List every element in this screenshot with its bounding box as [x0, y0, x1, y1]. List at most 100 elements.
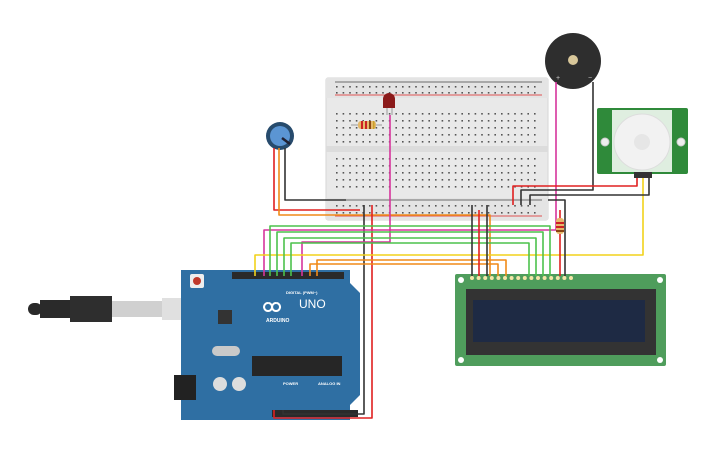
breadboard-hole — [527, 120, 529, 122]
breadboard-hole — [514, 127, 516, 129]
breadboard-hole — [421, 141, 424, 143]
breadboard-hole — [501, 120, 503, 122]
red-led[interactable] — [383, 93, 395, 115]
breadboard-hole — [408, 113, 411, 115]
wire-red — [273, 148, 360, 211]
breadboard-hole — [402, 141, 404, 143]
breadboard-hole — [382, 205, 384, 207]
breadboard-hole — [415, 127, 417, 129]
breadboard-hole — [421, 92, 424, 94]
breadboard-hole — [448, 172, 450, 174]
breadboard-hole — [494, 134, 496, 136]
breadboard-hole — [474, 212, 477, 214]
breadboard-hole — [369, 205, 371, 207]
breadboard-hole — [514, 134, 516, 136]
breadboard-hole — [421, 120, 424, 122]
breadboard-hole — [428, 212, 430, 214]
lcd-16x2[interactable] — [455, 274, 666, 366]
breadboard-hole — [382, 113, 384, 115]
breadboard-hole — [481, 86, 483, 88]
breadboard-hole — [481, 158, 483, 160]
breadboard-hole — [402, 205, 404, 207]
breadboard-hole — [481, 172, 483, 174]
backlight-resistor[interactable] — [556, 218, 564, 234]
breadboard-hole — [514, 92, 516, 94]
breadboard-hole — [481, 186, 483, 188]
breadboard-hole — [435, 186, 437, 188]
led-resistor[interactable] — [351, 121, 382, 129]
breadboard-hole — [336, 205, 338, 207]
breadboard-hole — [454, 172, 457, 174]
breadboard-hole — [421, 127, 424, 129]
breadboard-hole — [441, 127, 444, 129]
breadboard-hole — [395, 86, 397, 88]
breadboard-hole — [415, 141, 417, 143]
breadboard-hole — [514, 141, 516, 143]
breadboard-hole — [375, 92, 378, 94]
breadboard-hole — [382, 120, 384, 122]
breadboard-hole — [527, 179, 529, 181]
breadboard-hole — [415, 134, 417, 136]
breadboard-hole — [362, 165, 364, 167]
piezo-buzzer[interactable]: + − — [545, 33, 601, 89]
breadboard-hole — [375, 165, 378, 167]
breadboard-hole — [507, 113, 510, 115]
breadboard-hole — [534, 205, 536, 207]
breadboard-hole — [487, 165, 490, 167]
breadboard-hole — [415, 113, 417, 115]
breadboard-hole — [461, 86, 463, 88]
breadboard-hole — [336, 113, 338, 115]
breadboard-hole — [395, 134, 397, 136]
breadboard-hole — [375, 186, 378, 188]
pir-sensor[interactable] — [597, 108, 688, 178]
breadboard-hole — [369, 120, 371, 122]
breadboard-hole — [494, 158, 496, 160]
breadboard-hole — [435, 92, 437, 94]
breadboard-hole — [342, 172, 345, 174]
breadboard-hole — [336, 186, 338, 188]
breadboard-hole — [534, 179, 536, 181]
breadboard-hole — [421, 212, 424, 214]
breadboard-hole — [355, 165, 358, 167]
breadboard-hole — [448, 86, 450, 88]
breadboard-hole — [527, 158, 529, 160]
breadboard-hole — [461, 134, 463, 136]
breadboard-hole — [441, 158, 444, 160]
breadboard-hole — [454, 165, 457, 167]
breadboard-hole — [468, 120, 470, 122]
breadboard-hole — [342, 92, 345, 94]
wire-red — [273, 205, 373, 419]
breadboard-hole — [454, 179, 457, 181]
digital-header-label: DIGITAL (PWM~) — [286, 290, 318, 295]
breadboard-hole — [507, 134, 510, 136]
breadboard-hole — [395, 205, 397, 207]
breadboard-hole — [534, 158, 536, 160]
breadboard-hole — [355, 127, 358, 129]
breadboard-hole — [487, 120, 490, 122]
potentiometer[interactable] — [266, 122, 294, 150]
breadboard-hole — [342, 212, 345, 214]
breadboard-hole — [507, 186, 510, 188]
breadboard-hole — [454, 120, 457, 122]
breadboard-hole — [461, 186, 463, 188]
breadboard-hole — [428, 86, 430, 88]
breadboard-hole — [454, 86, 457, 88]
breadboard-hole — [408, 205, 411, 207]
breadboard-hole — [520, 86, 523, 88]
breadboard[interactable] — [325, 77, 549, 221]
breadboard-hole — [336, 212, 338, 214]
lcd-pin — [470, 276, 474, 280]
breadboard-hole — [481, 165, 483, 167]
arduino-uno[interactable]: UNO ARDUINO DIGITAL (PWM~) POWER ANALOG … — [174, 270, 360, 420]
breadboard-hole — [507, 92, 510, 94]
breadboard-hole — [369, 186, 371, 188]
breadboard-hole — [408, 165, 411, 167]
breadboard-hole — [527, 205, 529, 207]
breadboard-hole — [421, 158, 424, 160]
breadboard-hole — [507, 141, 510, 143]
breadboard-hole — [408, 172, 411, 174]
breadboard-hole — [382, 141, 384, 143]
breadboard-hole — [448, 127, 450, 129]
usb-cable[interactable] — [28, 296, 192, 322]
breadboard-hole — [395, 165, 397, 167]
